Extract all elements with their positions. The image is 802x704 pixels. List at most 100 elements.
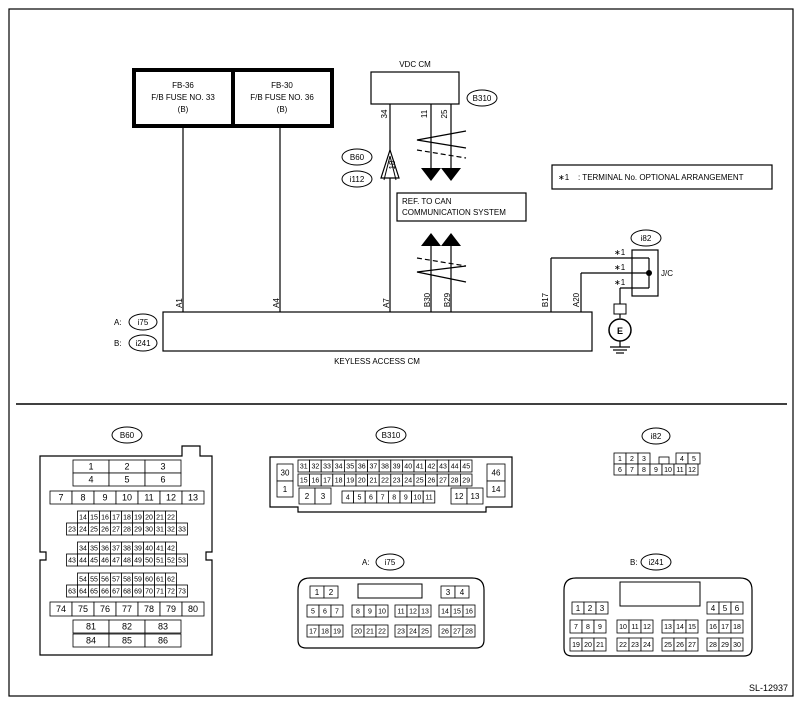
i75-pin-10-cell <box>375 604 389 618</box>
b60-pin-53-cell <box>176 553 188 567</box>
fuse-box: FB-36 F/B FUSE NO. 33 (B) FB-30 F/B FUSE… <box>132 68 334 128</box>
i241-pin-23: 23 <box>631 642 639 649</box>
conn-label-i75-view <box>375 553 405 571</box>
b310-outline <box>269 456 513 513</box>
b310-pin-44: 44 <box>451 464 459 471</box>
b60-pin-8: 8 <box>80 493 85 503</box>
joint-pin-18: 18 <box>388 160 397 169</box>
b310-pin-26: 26 <box>428 478 436 485</box>
i75-pin-28: 28 <box>465 629 473 636</box>
b310-pin-39: 39 <box>393 464 401 471</box>
b310-pin-13: 13 <box>471 492 480 501</box>
b60-pin-18: 18 <box>123 515 131 522</box>
b310-pin-42: 42 <box>428 464 436 471</box>
b310-pin-40: 40 <box>404 464 412 471</box>
i75-pin-16: 16 <box>465 609 473 616</box>
b60-pin-27: 27 <box>112 527 120 534</box>
i75-pin-18: 18 <box>321 629 329 636</box>
b60-pin-17: 17 <box>112 515 120 522</box>
keyless-conn-a-prefix: A: <box>114 318 122 327</box>
b310-pin-35: 35 <box>346 464 354 471</box>
i241-pin-24: 24 <box>643 642 651 649</box>
conn-i112-text: i112 <box>350 175 365 184</box>
b60-outline <box>39 445 213 656</box>
i82-key <box>658 456 670 465</box>
b60-view-name: B60 <box>120 431 135 440</box>
i241-pin-21: 21 <box>596 642 604 649</box>
i241-pin-19: 19 <box>572 642 580 649</box>
b310-pin-1-cell <box>276 480 294 498</box>
b310-pin-46: 46 <box>492 468 501 477</box>
b60-pin-7: 7 <box>58 493 63 503</box>
b60-pin-69: 69 <box>134 589 142 596</box>
b310-pin-5: 5 <box>357 495 361 502</box>
i75-pin-16-cell <box>462 604 476 618</box>
conn-label-i82-view <box>641 427 671 445</box>
pin-a20: A20 <box>572 292 581 307</box>
b60-pin-73: 73 <box>178 589 186 596</box>
conn-i241-text: i241 <box>135 339 151 348</box>
conn-label-i112 <box>341 170 373 188</box>
b310-pin-1: 1 <box>283 485 288 494</box>
schematic: FB-36 F/B FUSE NO. 33 (B) FB-30 F/B FUSE… <box>114 60 773 366</box>
pin-11: 11 <box>420 109 429 118</box>
i75-pin-19-cell <box>330 624 344 638</box>
i241-pin-25: 25 <box>664 642 672 649</box>
b310-pin-4: 4 <box>346 495 350 502</box>
b60-pin-57: 57 <box>112 577 120 584</box>
b60-pin-38: 38 <box>123 546 131 553</box>
b60-pin-9: 9 <box>102 493 107 503</box>
i75-pin-25: 25 <box>421 629 429 636</box>
i75-pin-21: 21 <box>366 629 374 636</box>
b60-pin-64: 64 <box>79 589 87 596</box>
b60-pin-74: 74 <box>56 604 66 614</box>
i75-pin-17: 17 <box>309 629 317 636</box>
b310-pin-17: 17 <box>323 478 331 485</box>
i75-pin-25-cell <box>418 624 432 638</box>
jc-label: J/C <box>661 269 673 278</box>
conn-label-i241 <box>128 334 158 352</box>
figure-code: SL-12937 <box>749 683 788 693</box>
b60-pin-63: 63 <box>68 589 76 596</box>
b60-pin-56: 56 <box>101 577 109 584</box>
i75-pin-4: 4 <box>460 588 465 597</box>
fuse2-line2: F/B FUSE NO. 36 <box>250 93 314 102</box>
i75-pin-20: 20 <box>354 629 362 636</box>
b310-pin-15: 15 <box>300 478 308 485</box>
b60-pin-40: 40 <box>145 546 153 553</box>
b310-pin-9: 9 <box>404 495 408 502</box>
b310-pin-29: 29 <box>462 478 470 485</box>
b60-pin-62: 62 <box>167 577 175 584</box>
i75-pin-3: 3 <box>446 588 451 597</box>
b60-pin-53: 53 <box>178 558 186 565</box>
b310-pin-22: 22 <box>381 478 389 485</box>
i82-pin-3: 3 <box>642 456 646 463</box>
b60-pin-49: 49 <box>134 558 142 565</box>
i75-pin-28-cell <box>462 624 476 638</box>
can-arrow-down-1 <box>421 168 441 181</box>
b310-pin-43: 43 <box>439 464 447 471</box>
i241-pin-18-cell <box>730 619 744 634</box>
conn-i82-text: i82 <box>641 234 652 243</box>
b60-pin-48: 48 <box>123 558 131 565</box>
fuse1-line2: F/B FUSE NO. 33 <box>151 93 215 102</box>
b310-pin-20: 20 <box>358 478 366 485</box>
i241-pin-5: 5 <box>723 604 728 613</box>
b60-pin-13: 13 <box>188 493 198 503</box>
i241-pin-18: 18 <box>733 624 741 631</box>
b60-pin-47: 47 <box>112 558 120 565</box>
keyless-access-cm: KEYLESS ACCESS CM A: i75 B: i241 A1 A4 A… <box>114 292 593 366</box>
i241-prefix: B: <box>630 558 638 567</box>
i75-pin-19: 19 <box>333 629 341 636</box>
b310-pin-7: 7 <box>381 495 385 502</box>
i75-pin-13-cell <box>418 604 432 618</box>
i75-pin-23: 23 <box>397 629 405 636</box>
b60-pin-45: 45 <box>90 558 98 565</box>
b60-pin-28: 28 <box>123 527 131 534</box>
b310-pin-13-cell <box>466 487 484 505</box>
b310-pin-36: 36 <box>358 464 366 471</box>
i75-pin-8: 8 <box>356 609 360 616</box>
